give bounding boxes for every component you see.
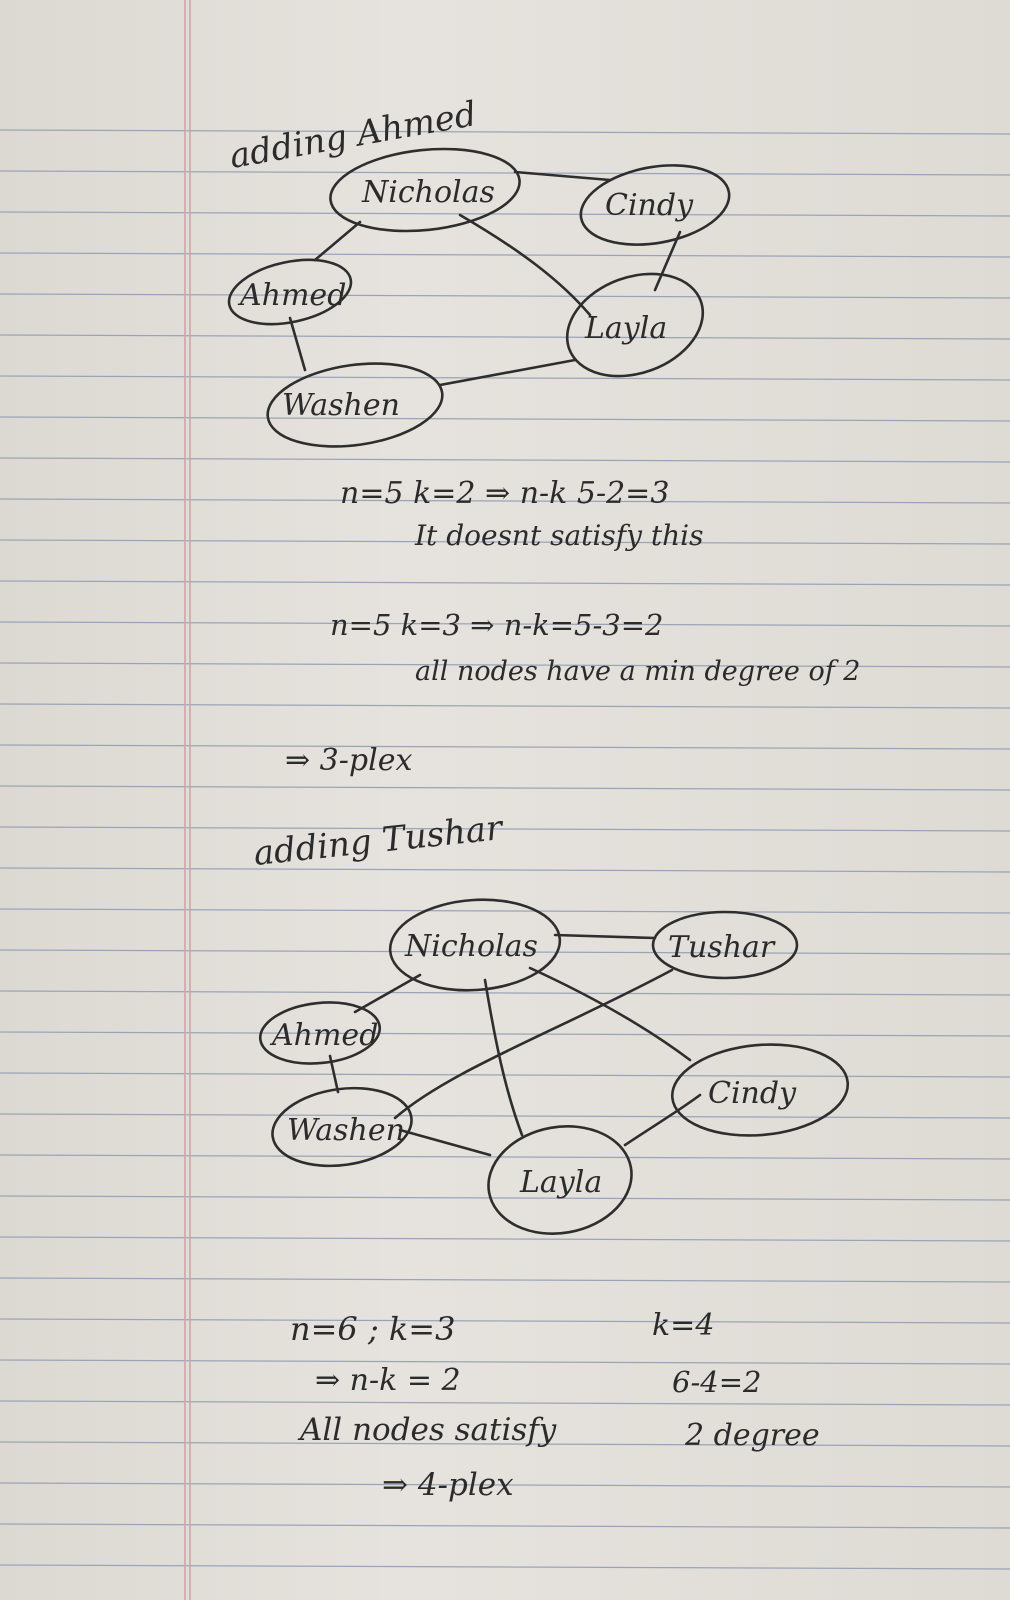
s2-line-n-k: n=6 ; k=3 bbox=[290, 1310, 455, 1348]
ruled-lines bbox=[0, 129, 1010, 1570]
s2-line-nk2: ⇒ n-k = 2 bbox=[315, 1363, 461, 1398]
ruled-line bbox=[0, 170, 1010, 176]
node-nicholas-ellipse bbox=[388, 898, 562, 992]
node-ahmed-label: Ahmed bbox=[237, 278, 346, 313]
s2-line-six-minus: 6-4=2 bbox=[672, 1365, 761, 1399]
node-layla-ellipse bbox=[487, 1125, 633, 1235]
edge-nicholas-layla bbox=[458, 213, 592, 317]
ruled-line bbox=[0, 211, 1010, 217]
node-tushar-label: Tushar bbox=[668, 930, 776, 965]
s1-line-5: ⇒ 3-plex bbox=[285, 743, 412, 778]
ruled-line bbox=[0, 1154, 1010, 1160]
ruled-line bbox=[0, 785, 1010, 791]
ruled-line bbox=[0, 1482, 1010, 1488]
ruled-line bbox=[0, 1318, 1010, 1324]
edge-nicholas-cindy bbox=[528, 966, 692, 1062]
ruled-line bbox=[0, 252, 1010, 258]
ruled-line bbox=[0, 539, 1010, 545]
edge-nicholas-tushar bbox=[553, 933, 657, 940]
ruled-line bbox=[0, 129, 1010, 135]
ruled-line bbox=[0, 662, 1010, 668]
s1-line-3: n=5 k=3 ⇒ n-k=5-3=2 bbox=[330, 608, 664, 642]
node-nicholas-ellipse bbox=[329, 147, 521, 233]
ruled-line bbox=[0, 949, 1010, 955]
ruled-line bbox=[0, 1113, 1010, 1119]
s2-line-all-nodes: All nodes satisfy bbox=[297, 1412, 557, 1448]
ruled-line bbox=[0, 1236, 1010, 1242]
node-cindy-label: Cindy bbox=[708, 1076, 797, 1111]
ruled-line bbox=[0, 416, 1010, 422]
node-layla-label: Layla bbox=[584, 311, 667, 346]
edge-ahmed-washen bbox=[288, 316, 307, 372]
node-layla-ellipse bbox=[565, 272, 705, 378]
node-ahmed-ellipse bbox=[227, 258, 353, 326]
s2-line-result: ⇒ 4-plex bbox=[382, 1467, 514, 1503]
ruled-line bbox=[0, 1400, 1010, 1406]
node-nicholas-label: Nicholas bbox=[361, 175, 495, 210]
ruled-line bbox=[0, 826, 1010, 832]
ruled-line bbox=[0, 1523, 1010, 1529]
edge-nicholas-ahmed bbox=[353, 973, 422, 1014]
node-washen-label: Washen bbox=[282, 388, 400, 423]
node-nicholas-label: Nicholas bbox=[404, 929, 538, 964]
ruled-line bbox=[0, 1031, 1010, 1037]
s1-line-2: It doesnt satisfy this bbox=[414, 519, 703, 552]
edge-washen-layla bbox=[438, 358, 577, 387]
edge-cindy-layla bbox=[653, 230, 682, 292]
edge-tushar-washen bbox=[393, 968, 674, 1120]
node-tushar-ellipse bbox=[651, 910, 799, 980]
node-cindy-ellipse bbox=[670, 1043, 850, 1137]
ruled-line bbox=[0, 580, 1010, 586]
s2-line-k4: k=4 bbox=[652, 1308, 714, 1343]
ruled-line bbox=[0, 293, 1010, 299]
ruled-line bbox=[0, 1359, 1010, 1365]
edge-nicholas-layla bbox=[483, 978, 524, 1137]
heading-adding-tushar: adding Tushar bbox=[252, 808, 506, 874]
edge-layla-cindy bbox=[623, 1093, 702, 1147]
node-washen-ellipse bbox=[271, 1086, 413, 1168]
node-washen-ellipse bbox=[266, 362, 444, 448]
ruled-line bbox=[0, 1441, 1010, 1447]
ruled-line bbox=[0, 867, 1010, 873]
ruled-line bbox=[0, 990, 1010, 996]
node-cindy-label: Cindy bbox=[605, 188, 694, 223]
ruled-line bbox=[0, 498, 1010, 504]
graph-1: Nicholas Cindy Ahmed Layla Washen bbox=[227, 147, 731, 448]
ruled-line bbox=[0, 908, 1010, 914]
ruled-line bbox=[0, 334, 1010, 340]
edge-nicholas-ahmed bbox=[313, 220, 362, 262]
ruled-line bbox=[0, 375, 1010, 381]
edge-nicholas-cindy bbox=[513, 170, 612, 182]
ruled-line bbox=[0, 703, 1010, 709]
edge-washen-layla bbox=[398, 1128, 492, 1157]
graph-2: Nicholas Tushar Ahmed Cindy Washen Layla bbox=[258, 898, 850, 1235]
node-washen-label: Washen bbox=[287, 1113, 405, 1148]
s1-line-1: n=5 k=2 ⇒ n-k 5-2=3 bbox=[340, 476, 669, 511]
node-cindy-ellipse bbox=[579, 164, 731, 246]
node-ahmed-ellipse bbox=[258, 1001, 382, 1065]
s1-line-4: all nodes have a min degree of 2 bbox=[415, 656, 861, 687]
ruled-line bbox=[0, 1277, 1010, 1283]
ruled-line bbox=[0, 1195, 1010, 1201]
heading-adding-ahmed: adding Ahmed bbox=[227, 94, 480, 177]
ruled-line bbox=[0, 744, 1010, 750]
s2-line-two-degree: 2 degree bbox=[684, 1418, 820, 1453]
node-layla-label: Layla bbox=[519, 1165, 602, 1200]
ruled-line bbox=[0, 621, 1010, 627]
node-ahmed-label: Ahmed bbox=[269, 1018, 378, 1053]
ruled-line bbox=[0, 457, 1010, 463]
ruled-line bbox=[0, 1564, 1010, 1570]
